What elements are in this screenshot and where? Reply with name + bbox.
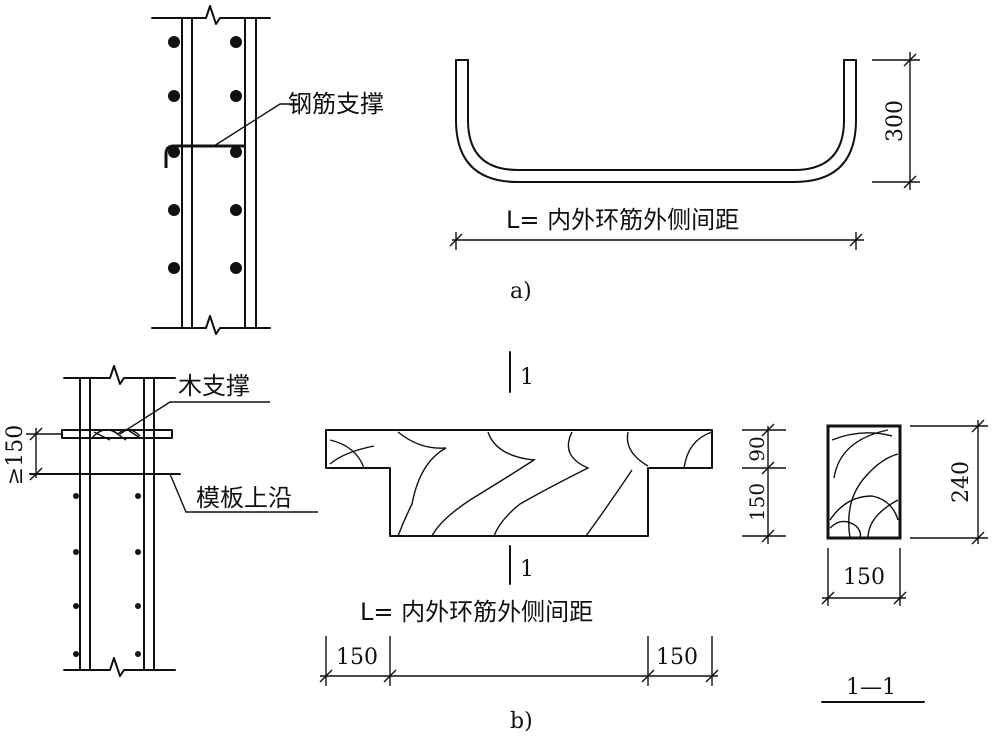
label-formwork-edge: 模板上沿 <box>196 484 292 512</box>
dim-150-vertical: 150 <box>745 483 769 521</box>
section-title-1-1: 1—1 <box>846 675 896 700</box>
dim-150-section: 150 <box>843 565 885 590</box>
wall-elevation-a <box>151 5 300 335</box>
section-1-1 <box>821 419 988 703</box>
dim-line-b <box>319 636 719 686</box>
label-L-formula-b: L= 内外环筋外侧间距 <box>360 598 593 626</box>
caption-b: b) <box>510 709 533 734</box>
dim-150-right: 150 <box>656 645 698 670</box>
dim-90: 90 <box>745 436 769 461</box>
section-mark-bottom: 1 <box>520 557 534 582</box>
wall-elevation-b <box>26 365 318 677</box>
label-wood-support: 木支撑 <box>178 372 250 400</box>
wood-block-elevation <box>325 351 713 585</box>
label-L-formula-a: L= 内外环筋外侧间距 <box>506 206 739 234</box>
label-steel-support: 钢筋支撑 <box>288 90 384 118</box>
dim-300: 300 <box>883 100 908 142</box>
dim-150-left: 150 <box>336 645 378 670</box>
section-mark-top: 1 <box>520 365 534 390</box>
dim-vertical-block <box>742 423 786 544</box>
caption-a: a) <box>510 279 532 304</box>
dim-ge150: ≥150 <box>3 425 28 485</box>
dim-240: 240 <box>949 461 974 503</box>
u-shaped-rebar <box>449 52 920 250</box>
